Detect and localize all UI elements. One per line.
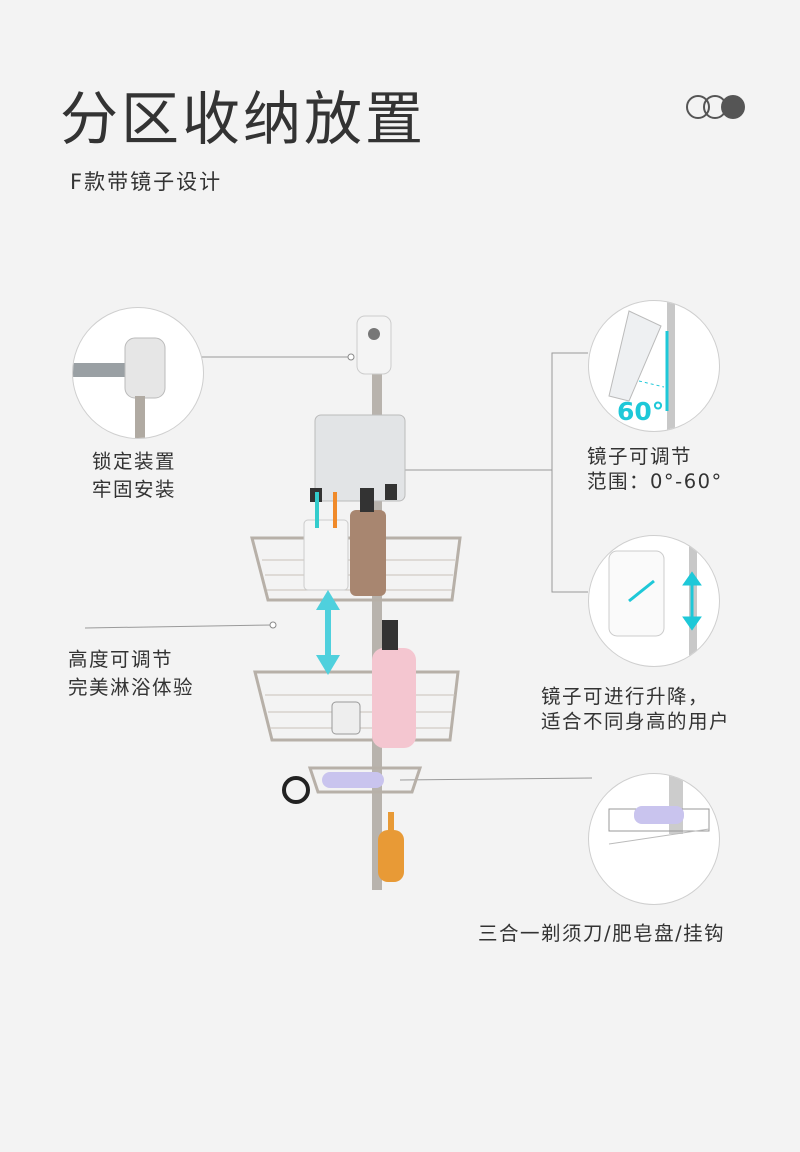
height-caption-line2: 完美淋浴体验 — [68, 676, 195, 699]
lock-caption: 锁定装置 牢固安装 — [92, 448, 176, 504]
mirror-lift-caption: 镜子可进行升降， 适合不同身高的用户 — [541, 684, 730, 734]
mirror-angle-caption-line1: 镜子可调节 — [587, 445, 693, 468]
mirror-lift-caption-line1: 镜子可进行升降， — [541, 685, 710, 708]
lock-device-detail-image — [72, 307, 204, 439]
three-in-one-caption: 三合一剃须刀/肥皂盘/挂钩 — [478, 922, 726, 945]
carousel-dots-icon — [686, 93, 748, 121]
mirror-angle-caption: 镜子可调节 范围：0°-60° — [587, 444, 723, 494]
mirror-lift-caption-line2: 适合不同身高的用户 — [541, 710, 731, 733]
mirror-angle-detail-image: 60° — [588, 300, 720, 432]
mirror-angle-caption-line2: 范围：0°-60° — [587, 470, 723, 493]
height-caption-line1: 高度可调节 — [68, 648, 174, 671]
lock-caption-line1: 锁定装置 — [92, 450, 177, 473]
height-caption: 高度可调节 完美淋浴体验 — [68, 646, 194, 702]
lock-caption-line2: 牢固安装 — [92, 478, 177, 501]
mirror-lift-detail-image — [588, 535, 720, 667]
soap-dish-detail-image — [588, 773, 720, 905]
page-subtitle: F款带镜子设计 — [70, 170, 223, 194]
angle-badge: 60° — [617, 397, 665, 426]
page-title: 分区收纳放置 — [60, 85, 427, 153]
